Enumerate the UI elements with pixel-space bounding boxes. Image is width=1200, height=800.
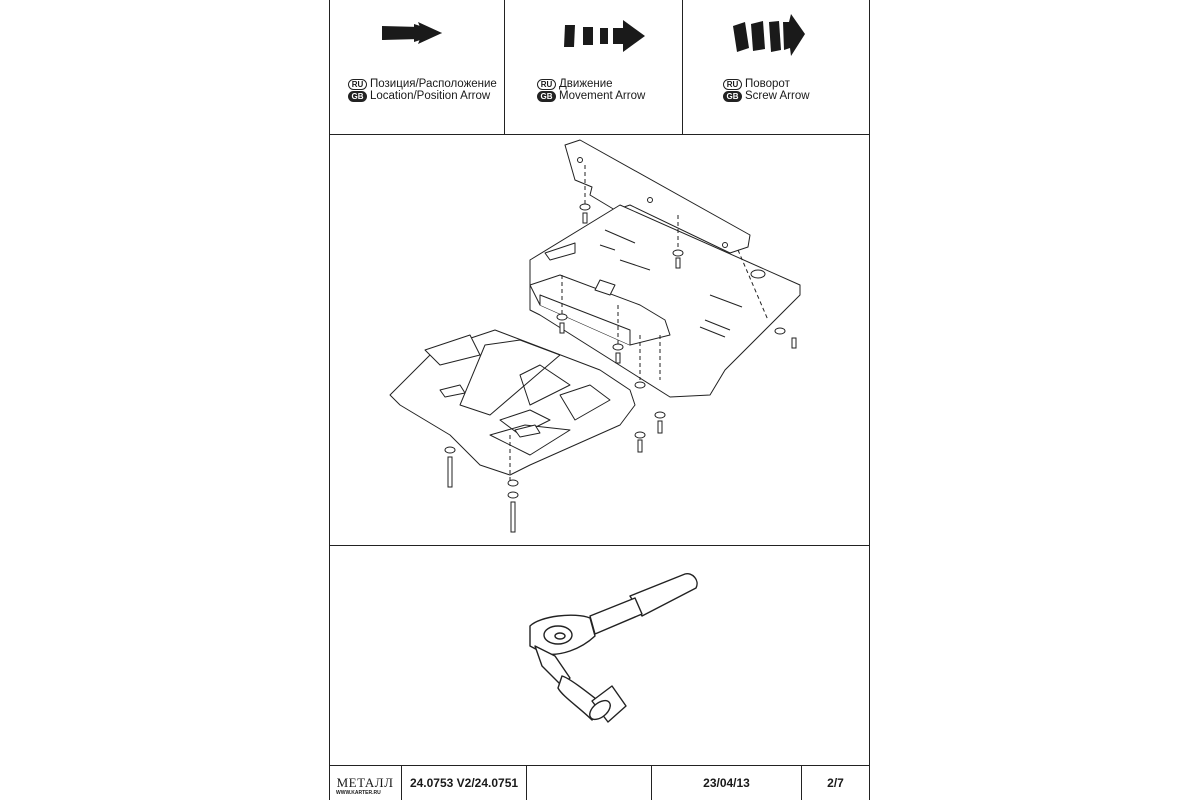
- assembly-diagram: [389, 139, 801, 533]
- gb-badge: GB: [348, 90, 367, 102]
- blank-field: [527, 765, 651, 800]
- divider: [651, 765, 652, 800]
- divider: [801, 765, 802, 800]
- divider: [504, 0, 505, 134]
- divider: [330, 134, 869, 135]
- part-number: 24.0753 V2/24.0751: [409, 775, 519, 790]
- title-block: МЕТАЛЛ WWW.KARTER.RU 24.0753 V2/24.0751 …: [330, 765, 869, 800]
- legend-label-ru: Движение: [559, 78, 613, 90]
- divider: [330, 545, 869, 546]
- solid-arrow-icon: [382, 22, 442, 44]
- logo-url: WWW.KARTER.RU: [336, 790, 381, 796]
- legend-label-ru: Позиция/Расположение: [370, 78, 497, 90]
- date-field: 23/04/13: [703, 775, 750, 790]
- gb-badge: GB: [723, 90, 742, 102]
- ru-badge: RU: [537, 78, 556, 90]
- logo-text: МЕТАЛЛ: [336, 774, 394, 790]
- ru-badge: RU: [723, 78, 742, 90]
- ratchet-wrench-icon: [529, 573, 698, 723]
- divider: [682, 0, 683, 134]
- legend-label-gb: Movement Arrow: [559, 90, 646, 102]
- ru-badge: RU: [348, 78, 367, 90]
- legend-label-gb: Screw Arrow: [745, 90, 810, 102]
- curved-arrow-icon: [733, 14, 805, 56]
- legend-label-gb: Location/Position Arrow: [370, 90, 491, 102]
- gb-badge: GB: [537, 90, 556, 102]
- divider: [401, 765, 402, 800]
- divider: [330, 765, 869, 766]
- dashed-arrow-icon: [564, 20, 645, 52]
- page-number: 2/7: [827, 775, 844, 790]
- divider: [526, 765, 527, 800]
- brand-logo: МЕТАЛЛ WWW.KARTER.RU: [330, 765, 400, 800]
- legend-label-ru: Поворот: [745, 78, 790, 90]
